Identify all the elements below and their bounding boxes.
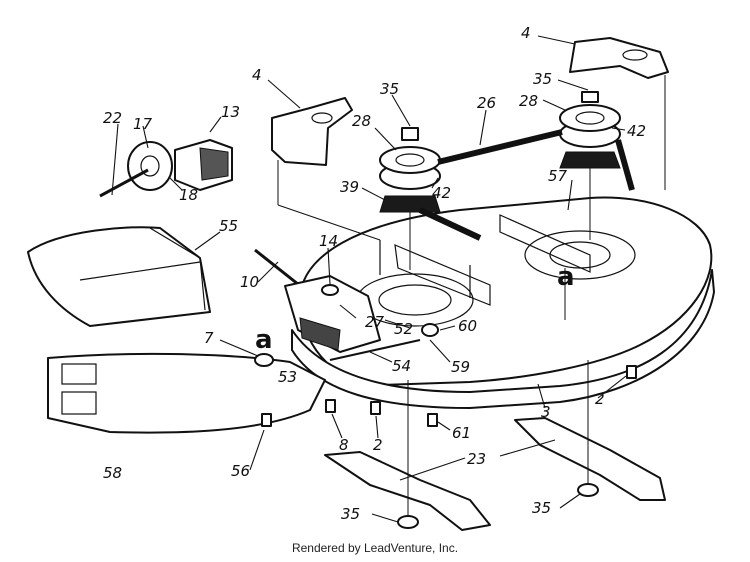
- front-bumper: [47, 352, 326, 434]
- part-label-54: 54: [392, 357, 411, 375]
- render-credit: Rendered by LeadVenture, Inc.: [291, 541, 459, 555]
- part-label-26: 26: [477, 94, 496, 112]
- lift-bracket-assembly: [254, 248, 439, 361]
- part-label-60: 60: [458, 317, 477, 335]
- part-label-2-center: 2: [373, 436, 383, 454]
- part-label-55: 55: [219, 217, 238, 235]
- bolt-set: [254, 353, 637, 427]
- callout-a-right: a: [557, 262, 575, 292]
- leader-lines: [111, 35, 627, 523]
- part-label-13: 13: [221, 103, 240, 121]
- idler-pulley: [99, 139, 233, 198]
- part-label-17: 17: [133, 115, 153, 133]
- part-label-4-left: 4: [252, 66, 262, 84]
- spindle-pulley-right: [559, 91, 621, 240]
- part-label-22: 22: [103, 109, 122, 127]
- part-label-27: 27: [365, 313, 385, 331]
- part-label-18: 18: [179, 186, 198, 204]
- part-label-2-right: 2: [595, 390, 605, 408]
- part-label-39: 39: [340, 178, 359, 196]
- cutting-blade-left: [324, 380, 491, 531]
- mower-deck-housing: [291, 196, 715, 409]
- part-label-7: 7: [204, 329, 214, 347]
- part-label-35-blade-left: 35: [341, 505, 360, 523]
- part-label-8: 8: [339, 436, 349, 454]
- part-label-14: 14: [319, 232, 338, 250]
- part-label-42-right: 42: [627, 122, 646, 140]
- part-label-35-left: 35: [380, 80, 399, 98]
- part-label-4-right: 4: [521, 24, 531, 42]
- part-label-61: 61: [452, 424, 471, 442]
- part-label-28-left: 28: [352, 112, 371, 130]
- spindle-pulley-left: [379, 127, 441, 270]
- part-label-42-left: 42: [432, 184, 451, 202]
- part-label-57: 57: [548, 167, 568, 185]
- part-label-23: 23: [467, 450, 486, 468]
- part-label-35-blade-right: 35: [532, 499, 551, 517]
- callout-a-left: a: [255, 325, 273, 355]
- part-label-52: 52: [394, 320, 413, 338]
- part-label-35-right: 35: [533, 70, 552, 88]
- drive-belt: [418, 129, 635, 241]
- part-label-28-right: 28: [519, 92, 538, 110]
- part-label-56: 56: [231, 462, 250, 480]
- belt-cover: [27, 226, 211, 327]
- deflector-bracket-left: [271, 97, 381, 241]
- deflector-bracket-right: [569, 37, 669, 190]
- part-label-59: 59: [451, 358, 470, 376]
- cutting-blade-right: [514, 360, 666, 501]
- part-label-10: 10: [240, 273, 259, 291]
- part-label-3: 3: [541, 403, 551, 421]
- part-label-53: 53: [278, 368, 297, 386]
- part-label-58: 58: [103, 464, 122, 482]
